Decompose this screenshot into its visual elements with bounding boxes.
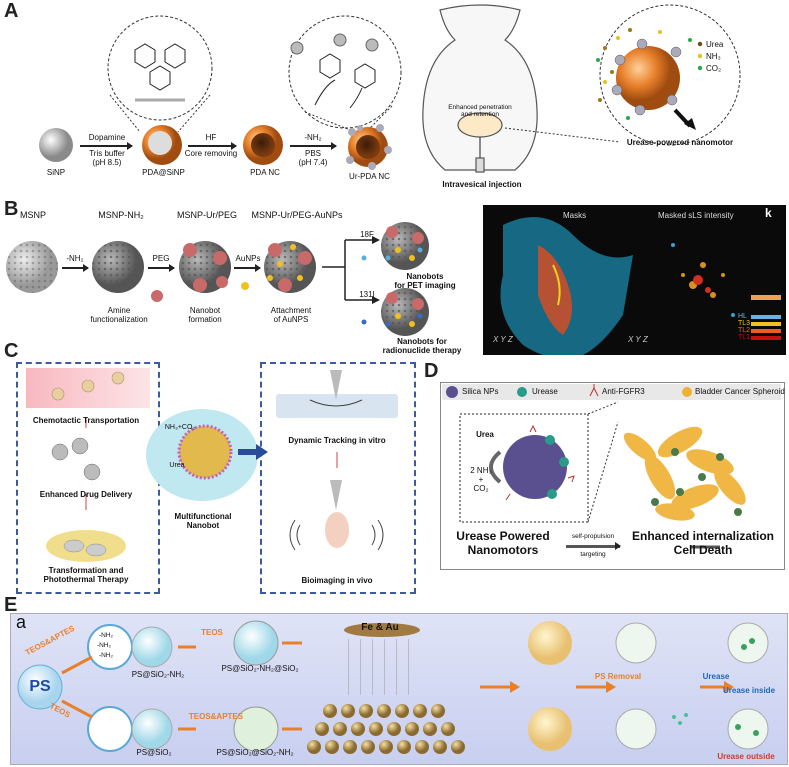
c-item-1: Chemotactic Transportation bbox=[32, 416, 140, 425]
d-left-title: Urease Powered Nanomotors bbox=[456, 529, 550, 557]
b-out-2: Nanobots for radionuclide therapy bbox=[382, 337, 462, 356]
b-caption-1: Amine functionalization bbox=[90, 306, 148, 325]
panel-c-graphics bbox=[26, 368, 398, 562]
b-iso-1: 18F bbox=[360, 230, 374, 239]
c-right-box bbox=[260, 362, 416, 594]
b-arrow-3 bbox=[234, 264, 261, 271]
d-leg-spheroid: Bladder Cancer Spheroid bbox=[695, 387, 785, 396]
b-leg-tl1: TL1 bbox=[738, 334, 751, 341]
e-bot-arrow: TEOS&APTES bbox=[188, 712, 244, 721]
c-urea: Urea bbox=[169, 462, 185, 469]
d-legend-bar bbox=[442, 384, 781, 400]
d-leg-silica: Silica NPs bbox=[462, 387, 499, 396]
e-top-arrow: TEOS bbox=[201, 628, 223, 637]
panel-c-letter: C bbox=[4, 340, 19, 362]
c-center: Multifunctional Nanobot bbox=[174, 512, 232, 531]
a-arrow-3 bbox=[290, 142, 337, 149]
a-arrow1-bottom: Tris buffer (pH 8.5) bbox=[89, 149, 125, 168]
d-arrow bbox=[566, 541, 621, 550]
e-inside: Urease inside bbox=[722, 686, 776, 695]
c-right-1: Dynamic Tracking in vitro bbox=[288, 436, 386, 445]
b-step-msnp-au: MSNP-Ur/PEG-AuNPs bbox=[251, 210, 343, 220]
b-leg-tl2: TL2 bbox=[738, 327, 751, 334]
panel-a-letter: A bbox=[4, 0, 19, 22]
a-arrow3-bottom: PBS (pH 7.4) bbox=[298, 149, 328, 168]
panel-d-letter: D bbox=[424, 360, 439, 382]
a-step-ur-pda: Ur-PDA NC bbox=[349, 172, 390, 181]
a-legend-nh3: NH₃ bbox=[706, 52, 721, 61]
b-arrow2-label: PEG bbox=[152, 254, 170, 263]
b-arrow3-label: AuNPs bbox=[235, 254, 261, 263]
d-right-title: Enhanced internalization Cell Death bbox=[631, 529, 775, 557]
e-urease: Urease bbox=[702, 672, 730, 681]
panel-a-graphics bbox=[39, 4, 741, 173]
d-arrow-bottom: targeting bbox=[580, 551, 606, 558]
b-leg-hl: HL bbox=[738, 313, 747, 320]
a-step-pda-sinp: PDA@SiNP bbox=[142, 168, 185, 177]
a-bladder-label: Enhanced penetration and retention bbox=[448, 104, 512, 119]
c-item-3: Transformation and Photothermal Therapy bbox=[43, 566, 129, 585]
a-arrow2-top: HF bbox=[205, 133, 217, 142]
a-arrow-1 bbox=[80, 142, 133, 149]
a-arrow-2 bbox=[188, 142, 237, 149]
b-img-right: Masked sLS intensity bbox=[658, 211, 734, 220]
panel-e-graphics bbox=[17, 620, 769, 754]
e-top-label-1: PS@SiO₂-NH₂ bbox=[131, 670, 185, 679]
e-sub-letter: a bbox=[16, 612, 27, 632]
a-arrow1-top: Dopamine bbox=[88, 133, 126, 142]
d-products: 2 NH₃ + CO₂ bbox=[470, 466, 492, 494]
e-bot-label-1: PS@SiO₂ bbox=[136, 748, 172, 757]
d-leg-urease: Urease bbox=[532, 387, 558, 396]
e-nh2-1: -NH₂ bbox=[98, 632, 114, 639]
b-out-1: Nanobots for PET imaging bbox=[394, 272, 456, 291]
b-step-msnp: MSNP bbox=[19, 210, 46, 220]
e-nh2-3: -NH₂ bbox=[98, 652, 114, 659]
c-right-2: Bioimaging in vivo bbox=[301, 576, 373, 585]
e-ps: PS bbox=[29, 678, 51, 695]
b-axis-right: X Y Z bbox=[628, 335, 648, 344]
a-step-pda-nc: PDA NC bbox=[250, 168, 280, 177]
e-top-label-2: PS@SiO₂-NH₂@SiO₂ bbox=[221, 664, 299, 673]
panel-e-letter: E bbox=[4, 594, 18, 616]
panel-d-graphics bbox=[446, 384, 746, 549]
c-nh3: NH₃+CO₂ bbox=[164, 424, 196, 431]
a-step-sinp: SiNP bbox=[46, 168, 66, 177]
b-image-panel: Masks Masked sLS intensity k HL TL3 TL2 … bbox=[483, 205, 786, 359]
e-outside: Urease outside bbox=[717, 752, 775, 761]
b-caption-2: Nanobot formation bbox=[188, 306, 222, 325]
panel-b-graphics bbox=[6, 222, 429, 336]
a-arrow3-top: -NH₂ bbox=[304, 133, 322, 142]
b-step-msnp-nh2: MSNP-NH₂ bbox=[98, 210, 144, 220]
d-arrow-top: self-propulsion bbox=[571, 533, 615, 540]
b-arrow-2 bbox=[148, 264, 175, 271]
a-injection: Intravesical injection bbox=[442, 180, 522, 189]
e-nh2-2: -NH₂ bbox=[96, 642, 112, 649]
b-img-k: k bbox=[765, 206, 772, 220]
a-legend-co2: CO₂ bbox=[706, 64, 722, 73]
b-step-msnp-ur: MSNP-Ur/PEG bbox=[176, 210, 237, 220]
e-bot-label-2: PS@SiO₂@SiO₂-NH₂ bbox=[216, 748, 294, 757]
c-item-2: Enhanced Drug Delivery bbox=[39, 490, 133, 499]
b-leg-tl3: TL3 bbox=[738, 320, 751, 327]
sinp-sphere bbox=[39, 128, 73, 162]
e-ps-removal: PS Removal bbox=[594, 672, 642, 681]
a-legend-urea: Urea bbox=[706, 40, 724, 49]
b-axis-left: X Y Z bbox=[493, 335, 513, 344]
d-leg-antibody: Anti-FGFR3 bbox=[602, 387, 645, 396]
d-urea: Urea bbox=[476, 430, 494, 439]
b-caption-3: Attachment of AuNPS bbox=[270, 306, 312, 325]
a-arrow2-bottom: Core removing bbox=[184, 149, 238, 158]
e-sputter: Fe & Au bbox=[361, 622, 399, 633]
panel-b-letter: B bbox=[4, 198, 19, 220]
a-motor-label: Urease-powered nanomotor bbox=[626, 138, 734, 147]
b-arrow-1 bbox=[62, 264, 89, 271]
b-img-left: Masks bbox=[563, 211, 587, 220]
b-arrow1-label: -NH₂ bbox=[66, 254, 84, 263]
b-iso-2: 131I bbox=[359, 290, 375, 299]
